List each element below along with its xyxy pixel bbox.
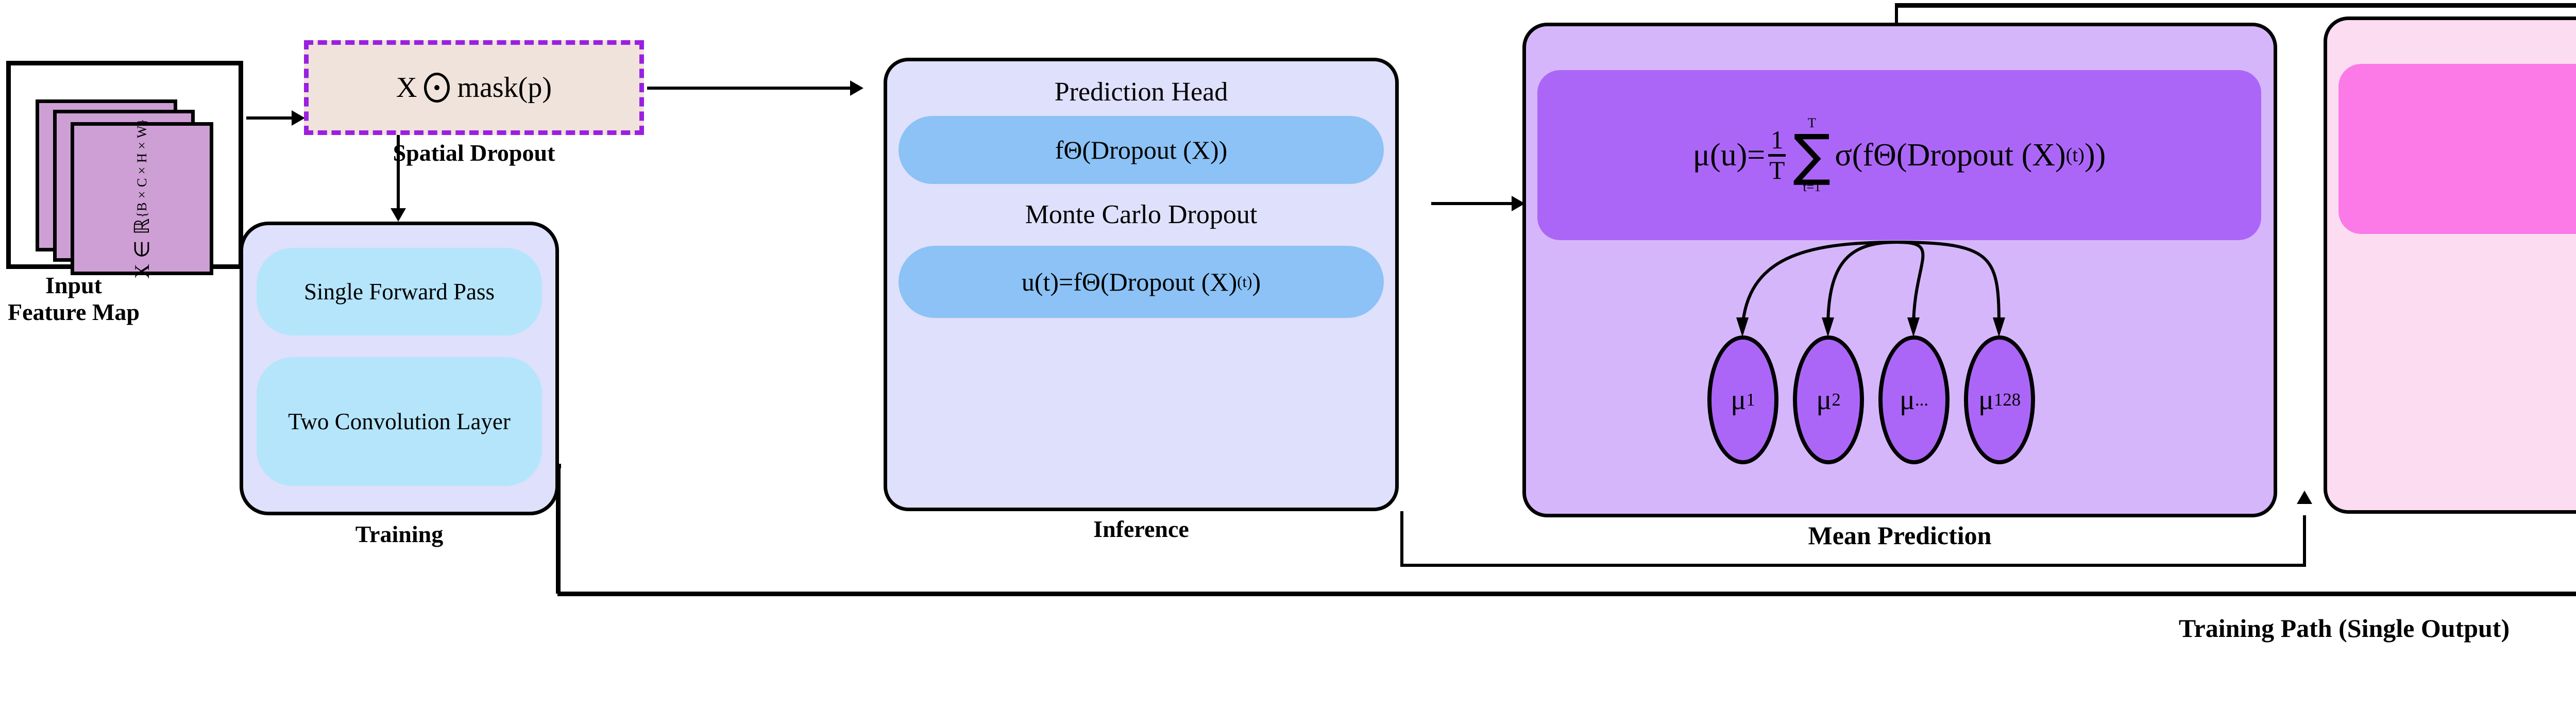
spatial-dropout-box: X mask(p) [304,40,644,135]
mean-formula-rhs: σ(fΘ(Dropout (X) [1835,137,2066,173]
spatial-dropout-caption: Spatial Dropout [393,140,555,166]
mean-prediction-caption: Mean Prediction [1808,521,1992,550]
tensor-base: X ∈ ℝ [130,218,154,279]
inference-pill-prediction-head: fΘ(Dropout (X)) [899,116,1384,184]
odot-icon [424,73,450,103]
mean-sum-lower-limit: t=1 [1803,179,1821,194]
mean-formula-rhs-sup: (t) [2065,144,2084,166]
mean-node-3-index: ... [1914,390,1929,410]
mean-node-4-index: 128 [1993,390,2021,410]
tensor-shape: {B × C × H × W} [134,119,149,218]
connector-input-to-dropout [246,116,294,120]
inference-subtitle: Monte Carlo Dropout [1025,200,1258,229]
mean-fanout-curves [1736,241,2005,337]
mean-node-4-base: μ [1978,384,1994,416]
training-path-bottom-line [557,592,2576,596]
dropout-x-symbol: X [396,72,417,104]
inference-caption: Inference [1093,516,1189,542]
inference-pill-mc-dropout: u(t)=fΘ(Dropout (X)(t)) [899,246,1384,318]
mean-sum-upper-limit: T [1807,115,1816,131]
inference-pill-2-tail: ) [1252,267,1261,296]
dropout-mask-expr: mask(p) [457,72,552,104]
mean-frac-denominator: T [1769,156,1785,184]
inference-pill-1-label: fΘ(Dropout (X)) [1055,136,1228,164]
connector-dropout-to-inference [647,87,852,90]
feature-map-slice-3 [71,122,213,275]
connector-to-uncertainty-up [2303,515,2306,565]
training-pill-2-label: Two Convolution Layer [288,409,511,434]
inference-pill-2-main: u(t)=fΘ(Dropout (X) [1021,267,1238,296]
mean-formula-fraction: 1 T [1768,127,1786,183]
training-path-elbow [556,464,561,468]
feature-map-tensor-label: X ∈ ℝ{B × C × H × W} [65,119,218,279]
training-pill-single-forward-pass: Single Forward Pass [257,248,542,335]
mean-node-3-base: μ [1899,384,1915,416]
uncertainty-variance-box: σ2(u)= 1 T ∑ t=1 (σ(fΘ(Dropout (X)(t))) … [2324,16,2576,514]
training-path-left-riser [556,464,561,594]
training-caption: Training [355,521,444,547]
training-pill-two-convolution-layer: Two Convolution Layer [257,357,542,486]
connector-inference-to-mean [1431,202,1516,205]
mean-node-2-index: 2 [1832,390,1841,410]
sigma-sum-icon: ∑ [1793,122,1831,188]
connector-inference-right [1400,564,2306,567]
mean-node-1-index: 1 [1746,390,1755,410]
input-feature-map-caption: Input Feature Map [8,272,140,325]
connector-inference-down [1400,511,1403,567]
inference-title: Prediction Head [1054,77,1228,107]
arrowhead-dropout-to-inference [850,80,863,96]
mean-formula-rhs-tail: )) [2084,137,2106,173]
training-path-caption: Training Path (Single Output) [2178,614,2510,643]
arrowhead-input-to-dropout [292,110,305,126]
training-pill-1-label: Single Forward Pass [304,279,495,305]
inference-box: Prediction Head fΘ(Dropout (X)) Monte Ca… [884,58,1399,511]
mean-node-1-base: μ [1731,384,1747,416]
mean-frac-numerator: 1 [1770,125,1784,154]
arrowhead-inference-to-uncertainty [2297,491,2312,504]
mean-node-2-base: μ [1816,384,1832,416]
arrowhead-dropout-to-training [391,208,406,222]
summation-symbol: T ∑ t=1 [1793,116,1831,194]
mean-node-ellipsis: μ... [1878,335,1950,464]
inference-pill-2-sup: (t) [1237,273,1252,291]
mean-prediction-box: μ(u)= 1 T T ∑ t=1 σ(fΘ(Dropout (X)(t))) [1522,23,2277,517]
connector-mean-up [1895,4,1898,26]
connector-mean-to-output-top [1895,3,2576,8]
uncertainty-formula: σ2(u)= 1 T ∑ t=1 (σ(fΘ(Dropout (X)(t))) … [2338,64,2576,234]
training-box: Single Forward Pass Two Convolution Laye… [240,222,559,515]
mean-formula-lhs: μ(u)= [1692,137,1766,173]
input-feature-map-frame: X ∈ ℝ{B × C × H × W} [6,61,243,279]
uncertainty-variance-caption: Uncertainty (Variance) [2324,518,2576,548]
connector-dropout-to-training [397,135,400,218]
fraction-bar-icon [1768,154,1786,157]
mean-prediction-formula: μ(u)= 1 T T ∑ t=1 σ(fΘ(Dropout (X)(t))) [1537,70,2261,240]
